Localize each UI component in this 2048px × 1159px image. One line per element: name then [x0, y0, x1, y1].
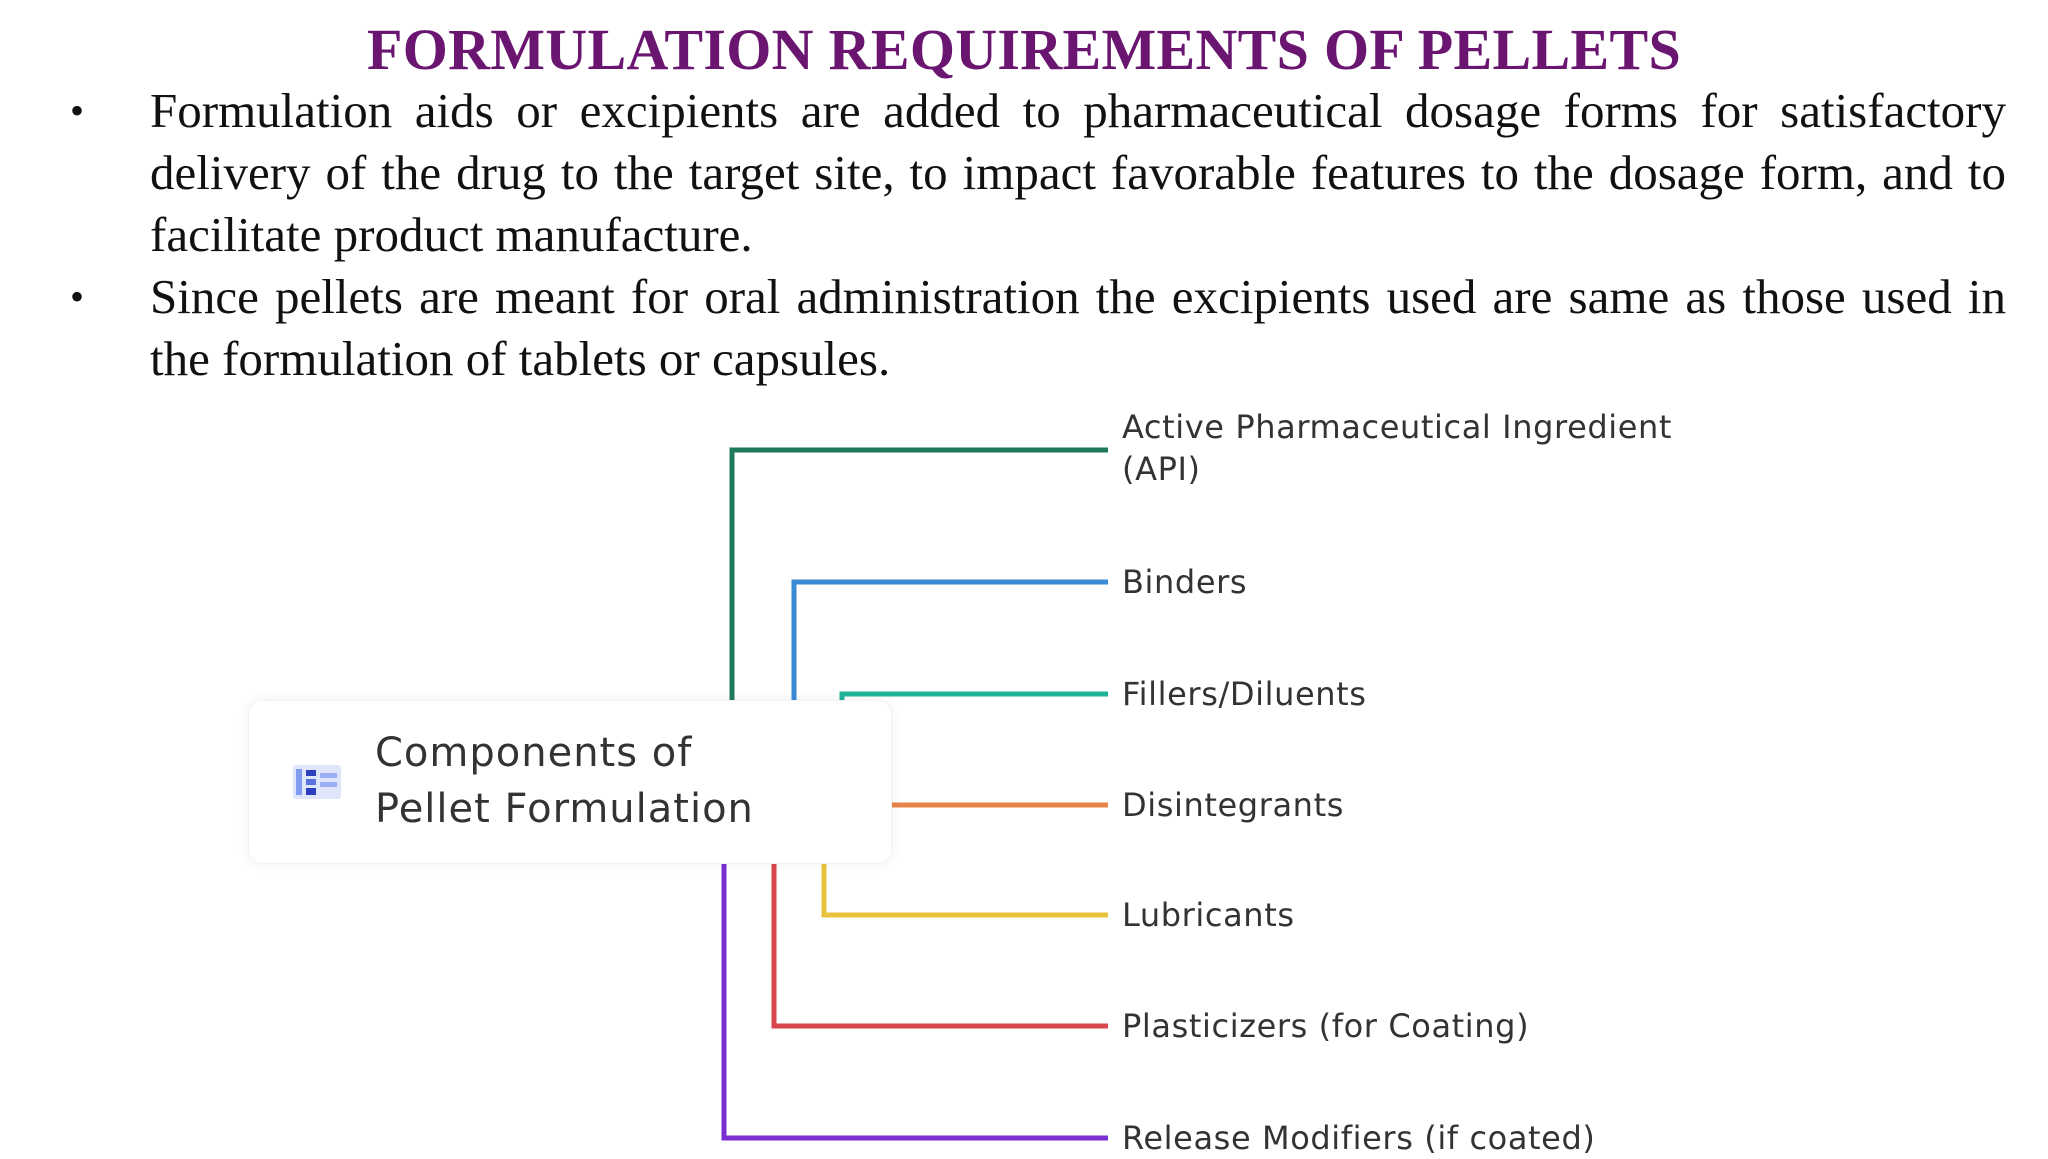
branch-label-binders: Binders — [1122, 563, 1248, 601]
bullet-dot: • — [70, 88, 85, 133]
connector-lubricants — [821, 862, 1108, 918]
connector-binders — [791, 579, 1108, 700]
root-node: Components of Pellet Formulation — [248, 700, 892, 864]
branch-label-fillers: Fillers/Diluents — [1122, 675, 1367, 713]
bullet-item: • Since pellets are meant for oral admin… — [70, 266, 2006, 390]
branch-label-api: Active Pharmaceutical Ingredient (API) — [1122, 406, 1672, 490]
bullet-text: Formulation aids or excipients are added… — [150, 83, 2006, 262]
branch-label-release-modifiers: Release Modifiers (if coated) — [1122, 1119, 1596, 1157]
branch-label-api-line-1: Active Pharmaceutical Ingredient — [1122, 408, 1673, 446]
connector-release-modifiers — [721, 862, 1108, 1141]
branch-label-plasticizers: Plasticizers (for Coating) — [1122, 1007, 1530, 1045]
root-label-line-1: Components of — [375, 730, 693, 776]
branch-label-lubricants: Lubricants — [1122, 896, 1295, 934]
bullet-item: • Formulation aids or excipients are add… — [70, 80, 2006, 266]
root-label-line-2: Pellet Formulation — [375, 786, 754, 832]
page-title: FORMULATION REQUIREMENTS OF PELLETS — [366, 17, 1682, 82]
connector-api — [729, 447, 1108, 700]
bullet-dot: • — [70, 274, 85, 319]
branch-label-api-line-2: (API) — [1122, 450, 1201, 488]
bullet-list: • Formulation aids or excipients are add… — [70, 80, 2006, 390]
branch-label-disintegrants: Disintegrants — [1122, 786, 1344, 824]
connector-fillers — [839, 691, 1108, 700]
connector-plasticizers — [771, 862, 1108, 1029]
root-label: Components of Pellet Formulation — [375, 725, 875, 837]
chart-table-icon — [293, 765, 341, 799]
bullet-text: Since pellets are meant for oral adminis… — [150, 269, 2006, 386]
